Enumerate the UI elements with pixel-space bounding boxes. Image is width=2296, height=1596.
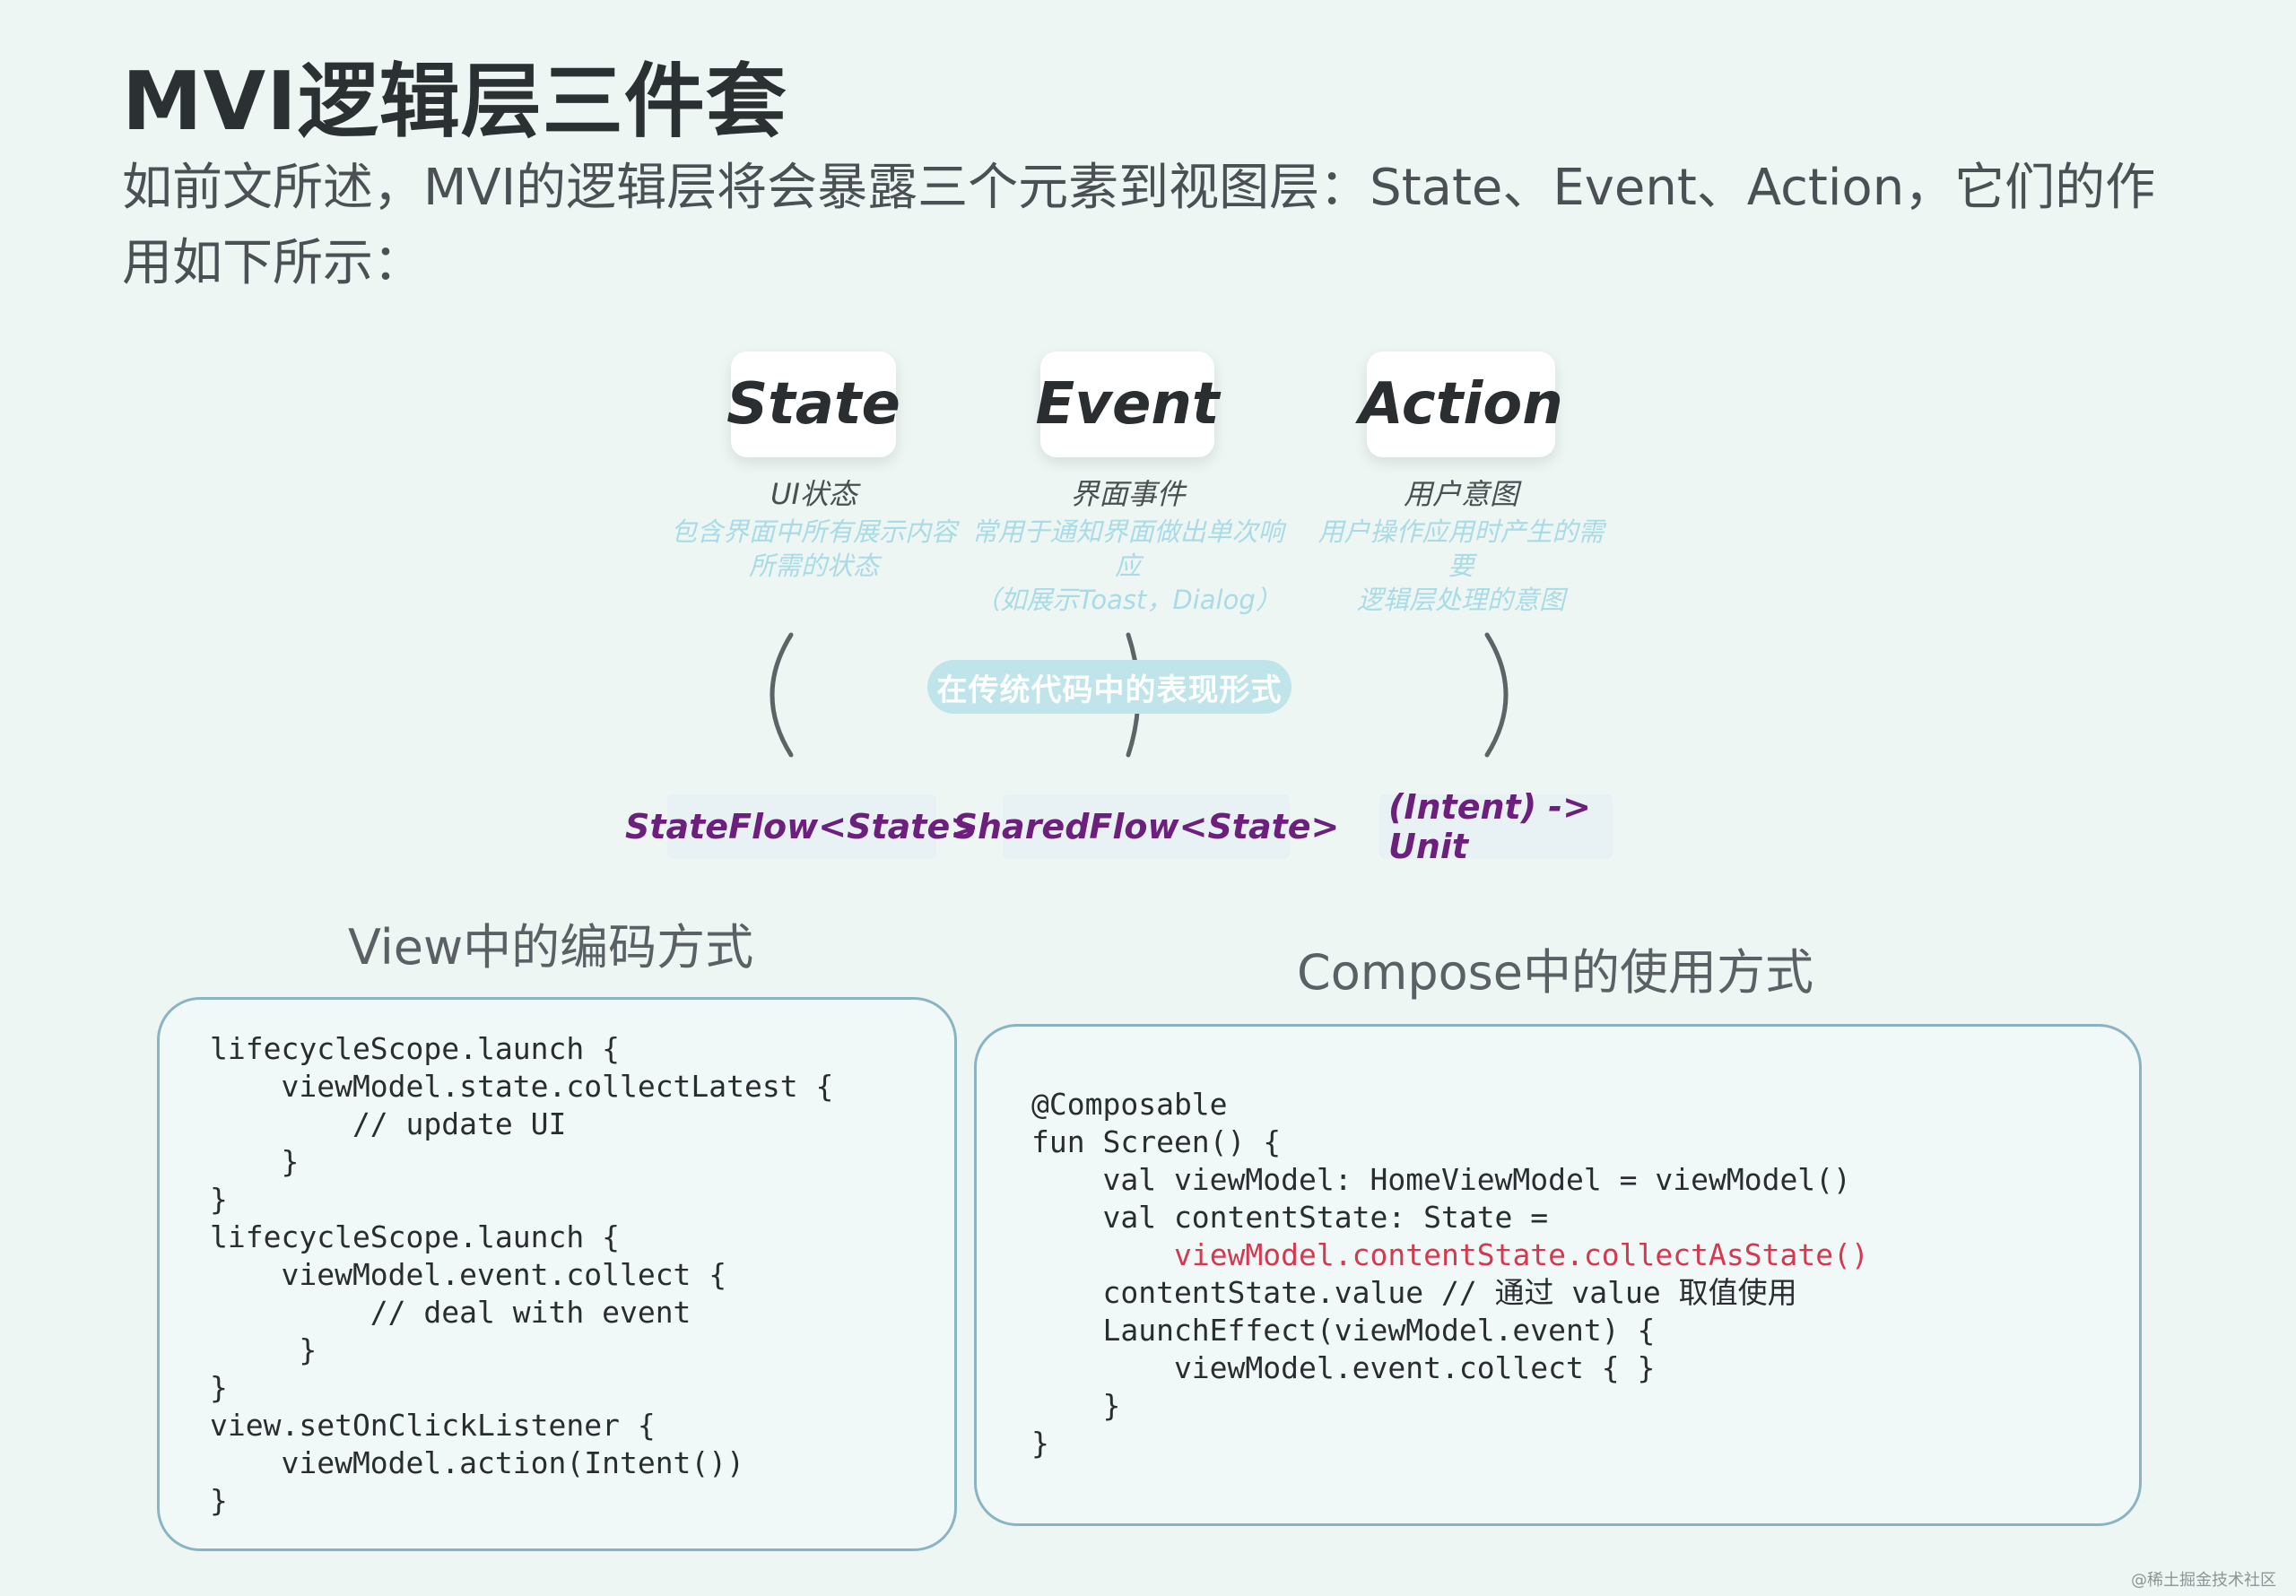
compose-code-highlight: viewModel.contentState.collectAsState() [1173, 1237, 1869, 1272]
intro-text: 如前文所述，MVI的逻辑层将会暴露三个元素到视图层：State、Event、Ac… [122, 159, 2156, 292]
compose-code-after: contentState.value // 通过 value 取值使用 Laun… [1031, 1275, 1797, 1461]
action-card: Action [1359, 351, 1563, 457]
event-card-label: Event [1035, 371, 1220, 438]
state-desc-line1: 包含界面中所有展示内容 [670, 516, 957, 547]
compose-code: @Composable fun Screen() { val viewModel… [1031, 1086, 1869, 1462]
view-code-box: lifecycleScope.launch { viewModel.state.… [157, 997, 957, 1551]
state-role: UI状态 [770, 477, 857, 511]
state-card-label: State [726, 371, 900, 438]
event-role: 界面事件 [1070, 477, 1186, 511]
state-card: State [726, 351, 900, 457]
compose-section-title: Compose中的使用方式 [1297, 944, 1814, 1001]
watermark: @稀土掘金技术社区 [2131, 1571, 2276, 1590]
action-card-label: Action [1359, 371, 1563, 438]
compose-code-box: @Composable fun Screen() { val viewModel… [974, 1024, 2142, 1526]
event-desc-line1: 常用于通知界面做出单次响应 [971, 516, 1284, 581]
event-card: Event [1036, 351, 1220, 457]
compose-code-before: @Composable fun Screen() { val viewModel… [1031, 1087, 1851, 1235]
page-title: MVI逻辑层三件套 [122, 55, 787, 149]
traditional-code-text: 在传统代码中的表现形式 [936, 672, 1283, 708]
view-code: lifecycleScope.launch { viewModel.state.… [210, 1031, 834, 1518]
view-section-title: View中的编码方式 [348, 919, 754, 976]
event-desc-line2: （如展示Toast，Dialog） [974, 585, 1282, 615]
event-type: SharedFlow<State> [953, 794, 1339, 859]
event-desc: 常用于通知界面做出单次响应 （如展示Toast，Dialog） [964, 515, 1292, 617]
state-desc: 包含界面中所有展示内容 所需的状态 [664, 515, 964, 583]
right-paren-icon [1484, 632, 1509, 758]
action-desc: 用户操作应用时产生的需要 逻辑层处理的意图 [1309, 515, 1613, 617]
action-desc-line2: 逻辑层处理的意图 [1356, 585, 1565, 615]
state-desc-line2: 所需的状态 [748, 551, 879, 581]
traditional-code-label: 在传统代码中的表现形式 [927, 660, 1292, 714]
action-role: 用户意图 [1403, 477, 1518, 511]
action-desc-line1: 用户操作应用时产生的需要 [1318, 516, 1605, 581]
action-type: (Intent) -> Unit [1379, 787, 1613, 866]
left-paren-icon [770, 632, 794, 758]
state-type: StateFlow<State> [625, 794, 978, 859]
